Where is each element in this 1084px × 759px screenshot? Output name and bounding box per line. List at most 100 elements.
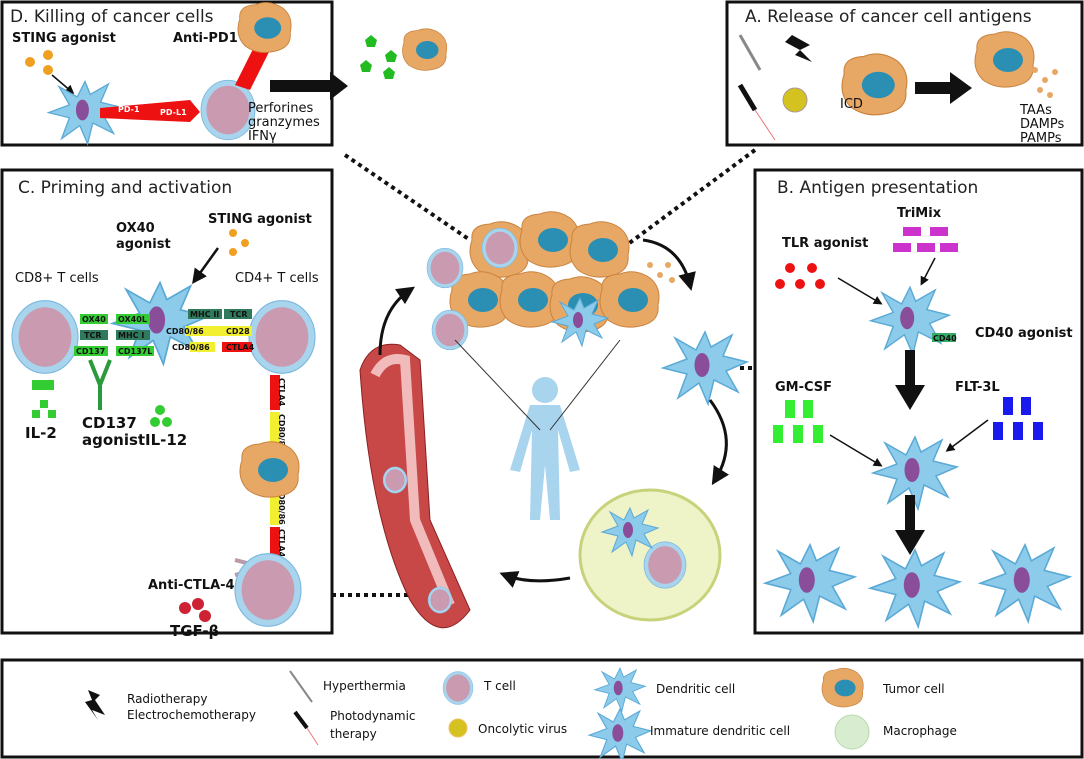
- lymph-node: [578, 488, 722, 622]
- product-damps: DAMPs: [1020, 117, 1065, 132]
- cd137-antibody-icon: [88, 359, 112, 410]
- tlr-agonist-label: TLR agonist: [782, 236, 868, 251]
- ox40-receptor: OX40: [82, 315, 106, 324]
- il12-label: IL-12: [145, 431, 187, 449]
- oncolytic-virus-icon: [448, 718, 468, 738]
- legend-hyperthermia: Hyperthermia: [323, 679, 406, 693]
- il2-icon: [32, 380, 56, 418]
- panel-b-title: B. Antigen presentation: [777, 178, 978, 198]
- panel-a-release: A. Release of cancer cell antigens ICD T…: [725, 0, 1084, 147]
- icd-label: ICD: [840, 97, 863, 112]
- il12-icon: [150, 405, 172, 427]
- cd8086-vertical-2: CD80/86: [277, 487, 286, 525]
- gm-csf-icon: [773, 400, 823, 443]
- panel-a-title: A. Release of cancer cell antigens: [745, 7, 1032, 27]
- flt3l-icon: [993, 397, 1043, 440]
- ox40-agonist-label: OX40: [116, 221, 155, 236]
- panel-b-presentation: B. Antigen presentation TriMix TLR agoni…: [753, 168, 1084, 635]
- legend-immature-dendritic-cell: Immature dendritic cell: [650, 724, 790, 738]
- legend-electrochemotherapy: Electrochemotherapy: [127, 708, 256, 722]
- macrophage-icon: [834, 714, 870, 750]
- cd137-receptor: CD137: [76, 347, 105, 356]
- il2-label: IL-2: [25, 424, 57, 442]
- tgfb-label: TGF-β: [170, 622, 220, 640]
- pd1-label: PD-1: [118, 105, 140, 114]
- t-cell-icon: [442, 671, 474, 705]
- tgfb-icon: [179, 598, 211, 622]
- gm-csf-label: GM-CSF: [775, 380, 832, 395]
- cd8086-vertical: CD80/86: [277, 414, 286, 452]
- connector-a: [618, 148, 757, 252]
- trimix-icon: [893, 227, 958, 252]
- cd4-t-cell: [248, 300, 316, 374]
- effector-granzymes: granzymes: [248, 115, 320, 130]
- thermometer-icon: [738, 34, 762, 71]
- tumor-cell-icon: [821, 667, 864, 708]
- laser-icon: [293, 710, 309, 730]
- dendritic-cell: [662, 331, 748, 405]
- dying-tumor-cell-icon: [402, 28, 448, 71]
- ox40l-ligand: OX40L: [118, 315, 147, 324]
- legend-macrophage: Macrophage: [883, 724, 957, 738]
- panel-c-title: C. Priming and activation: [18, 178, 232, 198]
- laser-icon: [737, 83, 758, 112]
- cd8-t-cell: [11, 300, 79, 374]
- thermometer-icon: [289, 670, 313, 703]
- effector-perforines: Perforines: [248, 101, 313, 116]
- cd8-label: CD8+ T cells: [15, 271, 99, 286]
- sting-agonist-label: STING agonist: [208, 212, 312, 227]
- tlr-agonist-icon: [775, 263, 825, 289]
- lightning-icon: [785, 35, 812, 62]
- cd8086-b: CD80/86: [172, 343, 210, 352]
- ctla4-vertical: CTLA4: [277, 378, 286, 407]
- cd4-label: CD4+ T cells: [235, 271, 319, 286]
- mhc1: MHC I: [118, 331, 144, 340]
- cd137-agonist-label: CD137: [82, 414, 137, 432]
- anti-ctla4-label: Anti-CTLA-4: [148, 578, 235, 593]
- legend-t-cell: T cell: [483, 679, 516, 693]
- sting-agonist-label: STING agonist: [12, 31, 116, 46]
- tumor-cell: [239, 441, 300, 498]
- arrow-icon: [915, 72, 972, 104]
- legend-dendritic-cell: Dendritic cell: [656, 682, 735, 696]
- ox40-agonist-label-2: agonist: [116, 237, 171, 252]
- cd40-label: CD40: [933, 334, 957, 343]
- anti-pd1-label: Anti-PD1: [173, 31, 238, 46]
- tumor-cell-icon: [237, 2, 292, 53]
- dying-tumor-cell-icon: [974, 31, 1035, 88]
- central-cycle: [359, 211, 748, 629]
- cd137l-ligand: CD137L: [118, 347, 152, 356]
- panel-c-priming: C. Priming and activation OX40 agonist S…: [0, 168, 334, 640]
- product-pamps: PAMPs: [1020, 131, 1062, 146]
- legend-photodynamic: Photodynamic: [330, 709, 416, 723]
- cd28-receptor: CD28: [226, 327, 250, 336]
- legend-oncolytic-virus: Oncolytic virus: [478, 722, 567, 736]
- t-cell-icon: [200, 79, 256, 141]
- flt3l-label: FLT-3L: [955, 380, 1000, 395]
- tcr-receptor: TCR: [84, 331, 102, 340]
- tumor-mass: [426, 211, 660, 351]
- panel-d-killing: D. Killing of cancer cells STING agonist…: [0, 0, 448, 147]
- lightning-icon: [85, 690, 105, 720]
- effector-ifng: IFNγ: [248, 129, 277, 144]
- cd8086-a: CD80/86: [166, 327, 204, 336]
- panel-d-title: D. Killing of cancer cells: [10, 7, 214, 27]
- trimix-label: TriMix: [897, 206, 942, 221]
- t-cell: [234, 553, 302, 627]
- human-body-icon: [510, 377, 580, 520]
- pdl1-label: PD-L1: [160, 108, 187, 117]
- legend-tumor-cell: Tumor cell: [882, 682, 945, 696]
- legend-therapy: therapy: [330, 727, 377, 741]
- ctla4-receptor: CTLA4: [226, 343, 255, 352]
- cd40-agonist-label: CD40 agonist: [975, 326, 1073, 341]
- ctla4-vertical-2: CTLA4: [277, 529, 286, 558]
- oncolytic-virus-icon: [782, 87, 808, 113]
- mhc2: MHC II: [190, 310, 219, 319]
- cd137-agonist-label-2: agonist: [82, 431, 145, 449]
- product-taas: TAAs: [1019, 103, 1052, 118]
- legend: Radiotherapy Electrochemotherapy Hyperth…: [0, 658, 1084, 759]
- legend-radiotherapy: Radiotherapy: [127, 692, 207, 706]
- tcr2-receptor: TCR: [230, 310, 248, 319]
- blood-vessel: [359, 343, 471, 629]
